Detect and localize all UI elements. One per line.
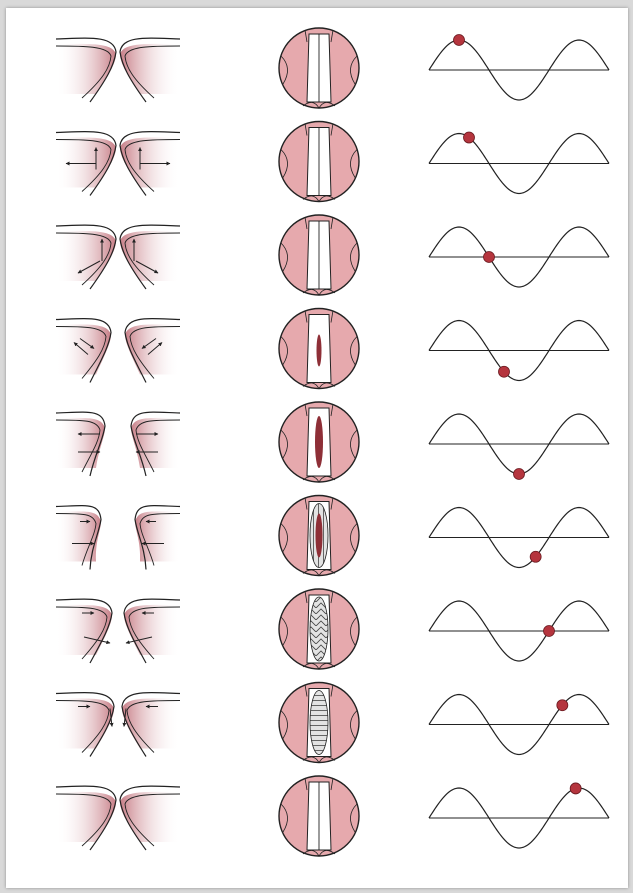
left-vocal-fold [56,506,101,570]
left-vocal-fold [56,225,116,289]
section-view [56,786,180,850]
section-view [56,132,180,196]
laryngoscopic-view [279,496,359,576]
waveform [429,35,609,101]
vocal-fold-vibration-diagram [6,8,628,888]
waveform [429,508,609,568]
figure-sheet [6,8,628,888]
section-view [56,319,180,383]
phase-row [56,122,609,202]
left-vocal-fold [56,599,112,663]
laryngoscopic-view [279,28,359,108]
right-vocal-fold [122,693,180,757]
section-view [56,225,180,289]
phase-marker [544,626,555,637]
phase-row [56,309,609,389]
phase-marker [570,783,581,794]
laryngoscopic-view [279,683,359,763]
section-view [56,38,180,102]
right-vocal-fold [135,506,180,570]
waveform [429,132,609,193]
phase-row [56,683,609,763]
phase-marker [530,551,541,562]
waveform [429,227,609,287]
phase-row [56,496,609,576]
section-view [56,693,180,757]
right-vocal-fold [120,225,180,289]
phase-marker [484,252,495,263]
right-vocal-fold [131,412,180,476]
phase-row [56,776,609,856]
waveform [429,695,609,755]
waveform [429,783,609,848]
phase-row [56,402,609,482]
waveform [429,321,609,381]
laryngoscopic-view [279,402,359,482]
left-vocal-fold [56,412,105,476]
laryngoscopic-view [279,309,359,389]
section-view [56,506,180,570]
phase-row [56,589,609,669]
waveform [429,601,609,661]
phase-marker [514,469,525,480]
section-view [56,599,180,663]
laryngoscopic-view [279,589,359,669]
phase-row [56,28,609,108]
right-vocal-fold [124,599,180,663]
laryngoscopic-view [279,776,359,856]
left-vocal-fold [56,693,114,757]
phase-marker [454,35,465,46]
laryngoscopic-view [279,122,359,202]
section-view [56,412,180,476]
phase-row [56,215,609,295]
phase-marker [557,700,568,711]
left-vocal-fold [56,38,116,102]
phase-marker [464,132,475,143]
left-vocal-fold [56,786,116,850]
right-vocal-fold [120,786,180,850]
waveform [429,414,609,480]
right-vocal-fold [120,38,180,102]
phase-marker [499,366,510,377]
laryngoscopic-view [279,215,359,295]
